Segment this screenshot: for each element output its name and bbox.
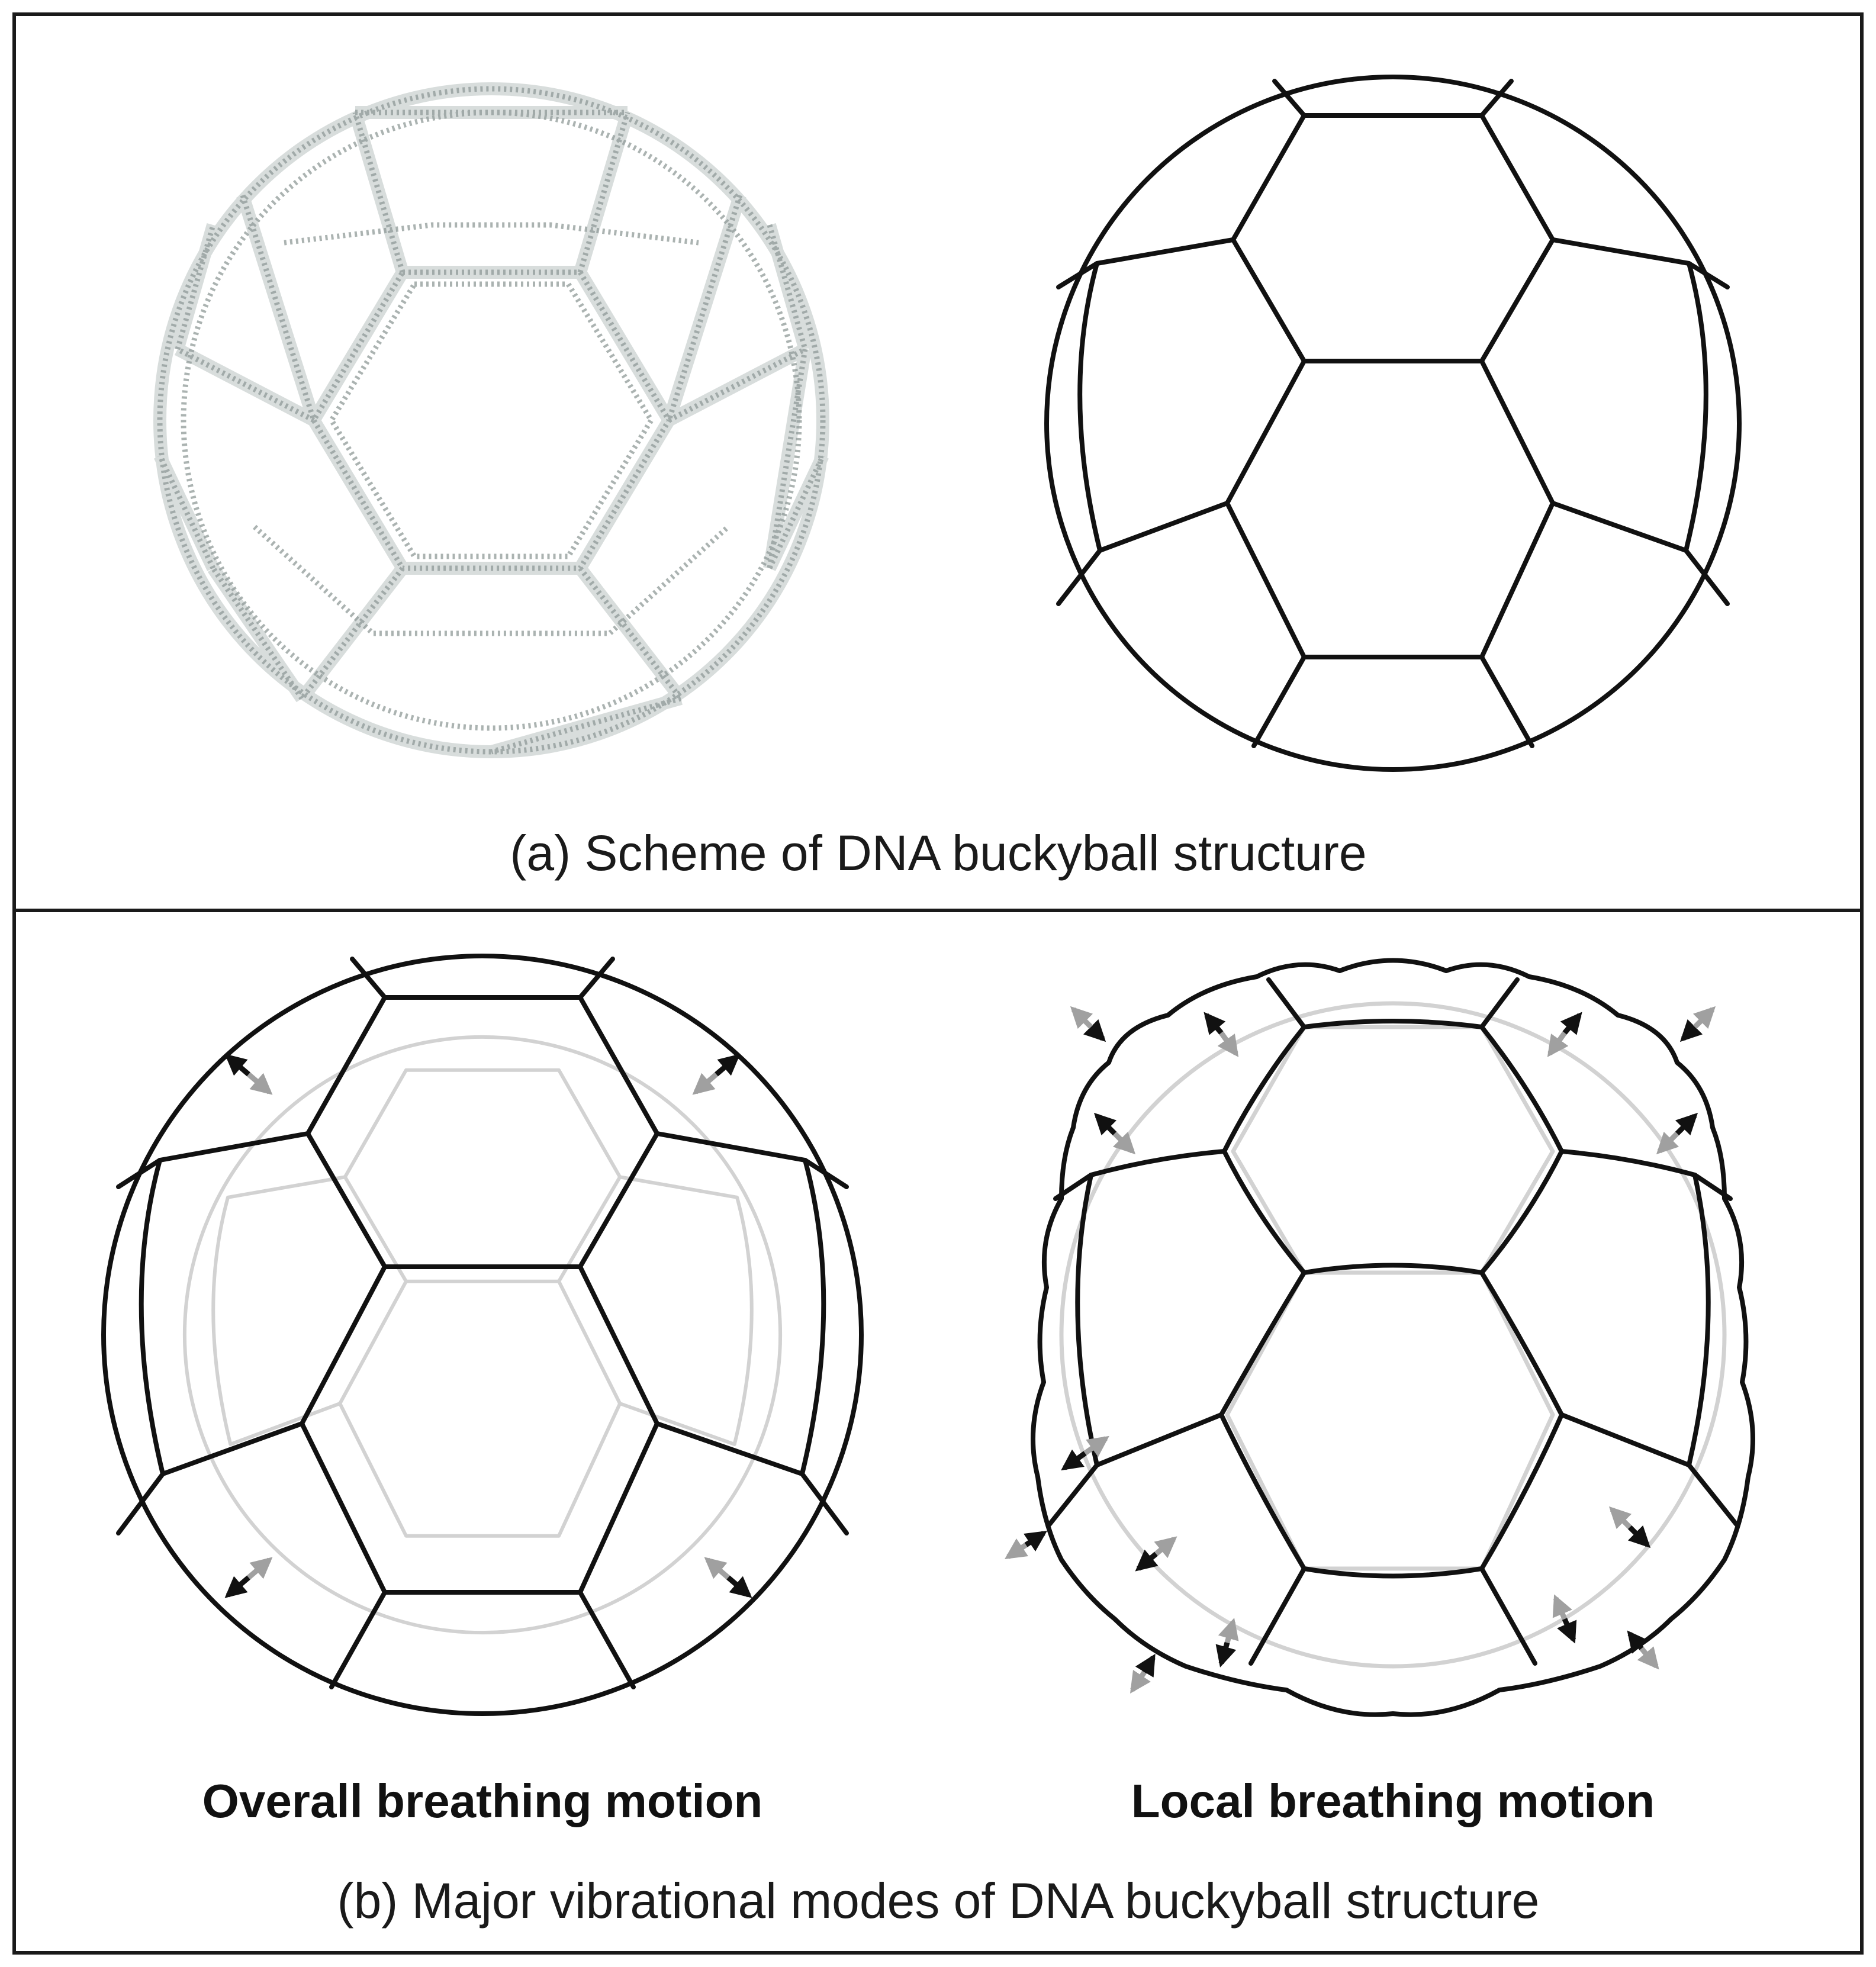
panel-a-caption: (a) Scheme of DNA buckyball structure [510,825,1366,881]
panel-b-frame [12,909,1864,1955]
scheme-outline [1044,75,1742,772]
overall-breathing-label: Overall breathing motion [202,1775,763,1827]
panel-b: Overall breathing motion Local breathing… [12,909,1864,1955]
local-outline [1031,958,1755,1717]
buckyball-scheme [1044,75,1742,772]
overall-outline [101,954,864,1716]
local-breathing-diagram [1005,958,1755,1717]
scheme-edges [1056,79,1730,748]
scheme-upper-hexagon [1231,113,1555,363]
overall-arrows [224,1054,752,1598]
local-arrows [1005,1006,1716,1694]
overall-side-faces [139,1131,826,1476]
local-upper-hexagon [1222,1019,1564,1275]
local-side-faces [1075,1149,1711,1467]
dna-buckyball-render [153,82,829,758]
overall-edges [116,957,849,1689]
local-breathing-label: Local breathing motion [1131,1775,1655,1827]
overall-ghost-structure [182,1035,783,1635]
panel-a: (a) Scheme of DNA buckyball structure [12,12,1864,912]
panel-b-caption: (b) Major vibrational modes of DNA bucky… [337,1873,1540,1929]
overall-upper-hexagon [305,995,659,1269]
scheme-right-face [1550,237,1708,553]
local-edges [1047,977,1739,1666]
scheme-left-face [1077,237,1235,553]
overall-breathing-diagram [101,954,864,1716]
